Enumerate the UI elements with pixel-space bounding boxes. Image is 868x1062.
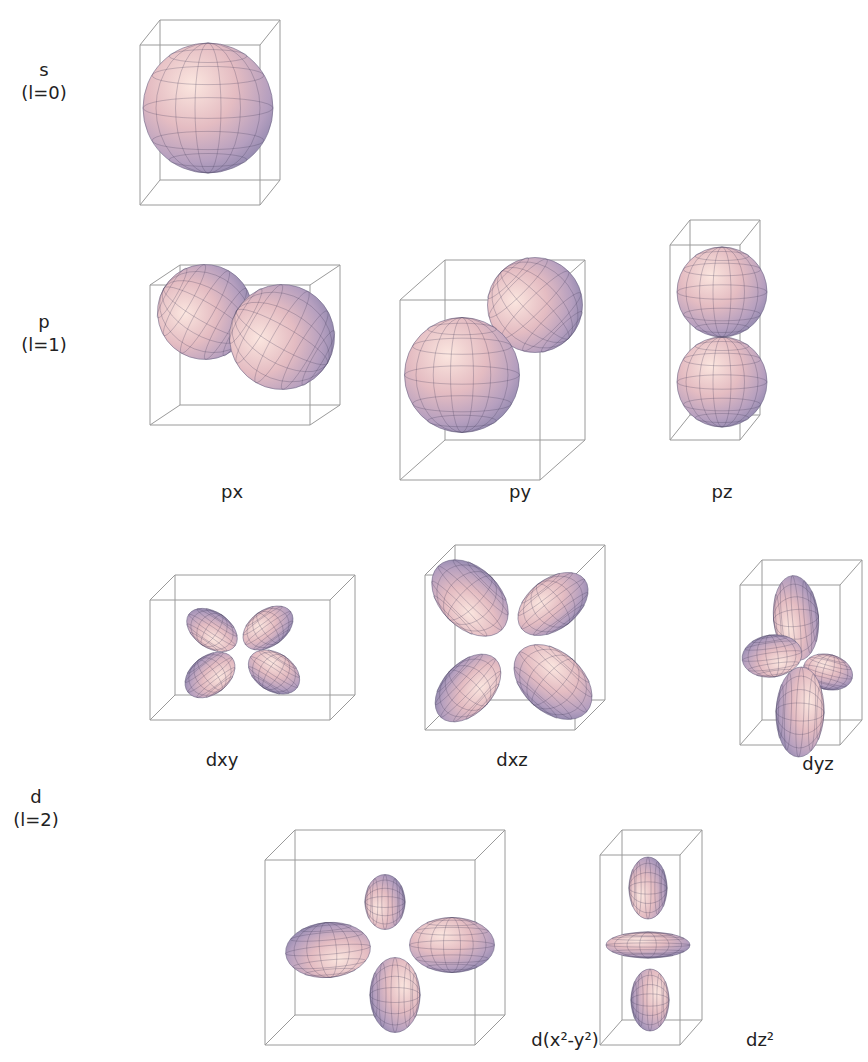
box-frame	[600, 830, 702, 1045]
box-frame	[150, 575, 355, 720]
orbital-lobe	[370, 958, 420, 1033]
orbital-name: dz²	[746, 1029, 774, 1051]
quantum-number: (l=2)	[13, 809, 59, 831]
orbital-torus	[606, 932, 690, 958]
orbital-lobe	[417, 545, 523, 651]
orbital-name: dxz	[496, 749, 528, 771]
dx2-y2-orbital	[283, 875, 494, 1033]
orbital-lobe	[405, 318, 520, 433]
orbital-name: d(x²-y²)	[531, 1029, 598, 1051]
orbital-lobe	[506, 560, 600, 649]
px-orbital	[140, 247, 354, 409]
orbital-type: d	[30, 786, 41, 808]
orbital-lobe	[179, 599, 246, 660]
orbital-lobe	[410, 918, 495, 973]
s-orbital	[143, 43, 273, 173]
orbital-lobe	[677, 247, 767, 337]
orbital-lobe	[631, 969, 669, 1031]
py-orbital	[405, 238, 603, 433]
box-frame	[265, 830, 505, 1045]
dxz-orbital	[417, 545, 607, 734]
orbital-lobe	[422, 642, 513, 735]
pz-orbital	[677, 247, 767, 427]
quantum-number: (l=0)	[21, 82, 67, 104]
dz2-orbital	[606, 857, 690, 1031]
orbital-name: py	[509, 481, 531, 503]
orbital-name: dyz	[802, 753, 834, 775]
dyz-orbital	[739, 574, 856, 758]
orbital-lobe	[774, 666, 825, 758]
orbital-lobe	[499, 630, 606, 735]
quantum-number: (l=1)	[21, 334, 67, 356]
dxy-orbital	[176, 597, 308, 707]
orbital-lobe	[210, 265, 353, 408]
orbital-lobe	[677, 337, 767, 427]
orbital-lobe	[365, 875, 405, 930]
orbital-type: s	[39, 59, 48, 81]
box-frame	[140, 20, 280, 205]
orbital-lobe	[629, 857, 667, 919]
orbital-lobe	[283, 919, 372, 981]
orbital-lobe	[235, 597, 301, 659]
orbital-lobe	[143, 43, 273, 173]
orbital-type: p	[38, 311, 49, 333]
orbital-name: dxy	[206, 749, 239, 771]
orbital-lobe	[176, 643, 244, 707]
orbital-lobe	[240, 641, 308, 703]
bounding-boxes	[140, 20, 862, 1045]
orbital-name: pz	[712, 481, 733, 503]
orbital-name: px	[221, 481, 243, 503]
orbital-lobe	[739, 631, 804, 681]
